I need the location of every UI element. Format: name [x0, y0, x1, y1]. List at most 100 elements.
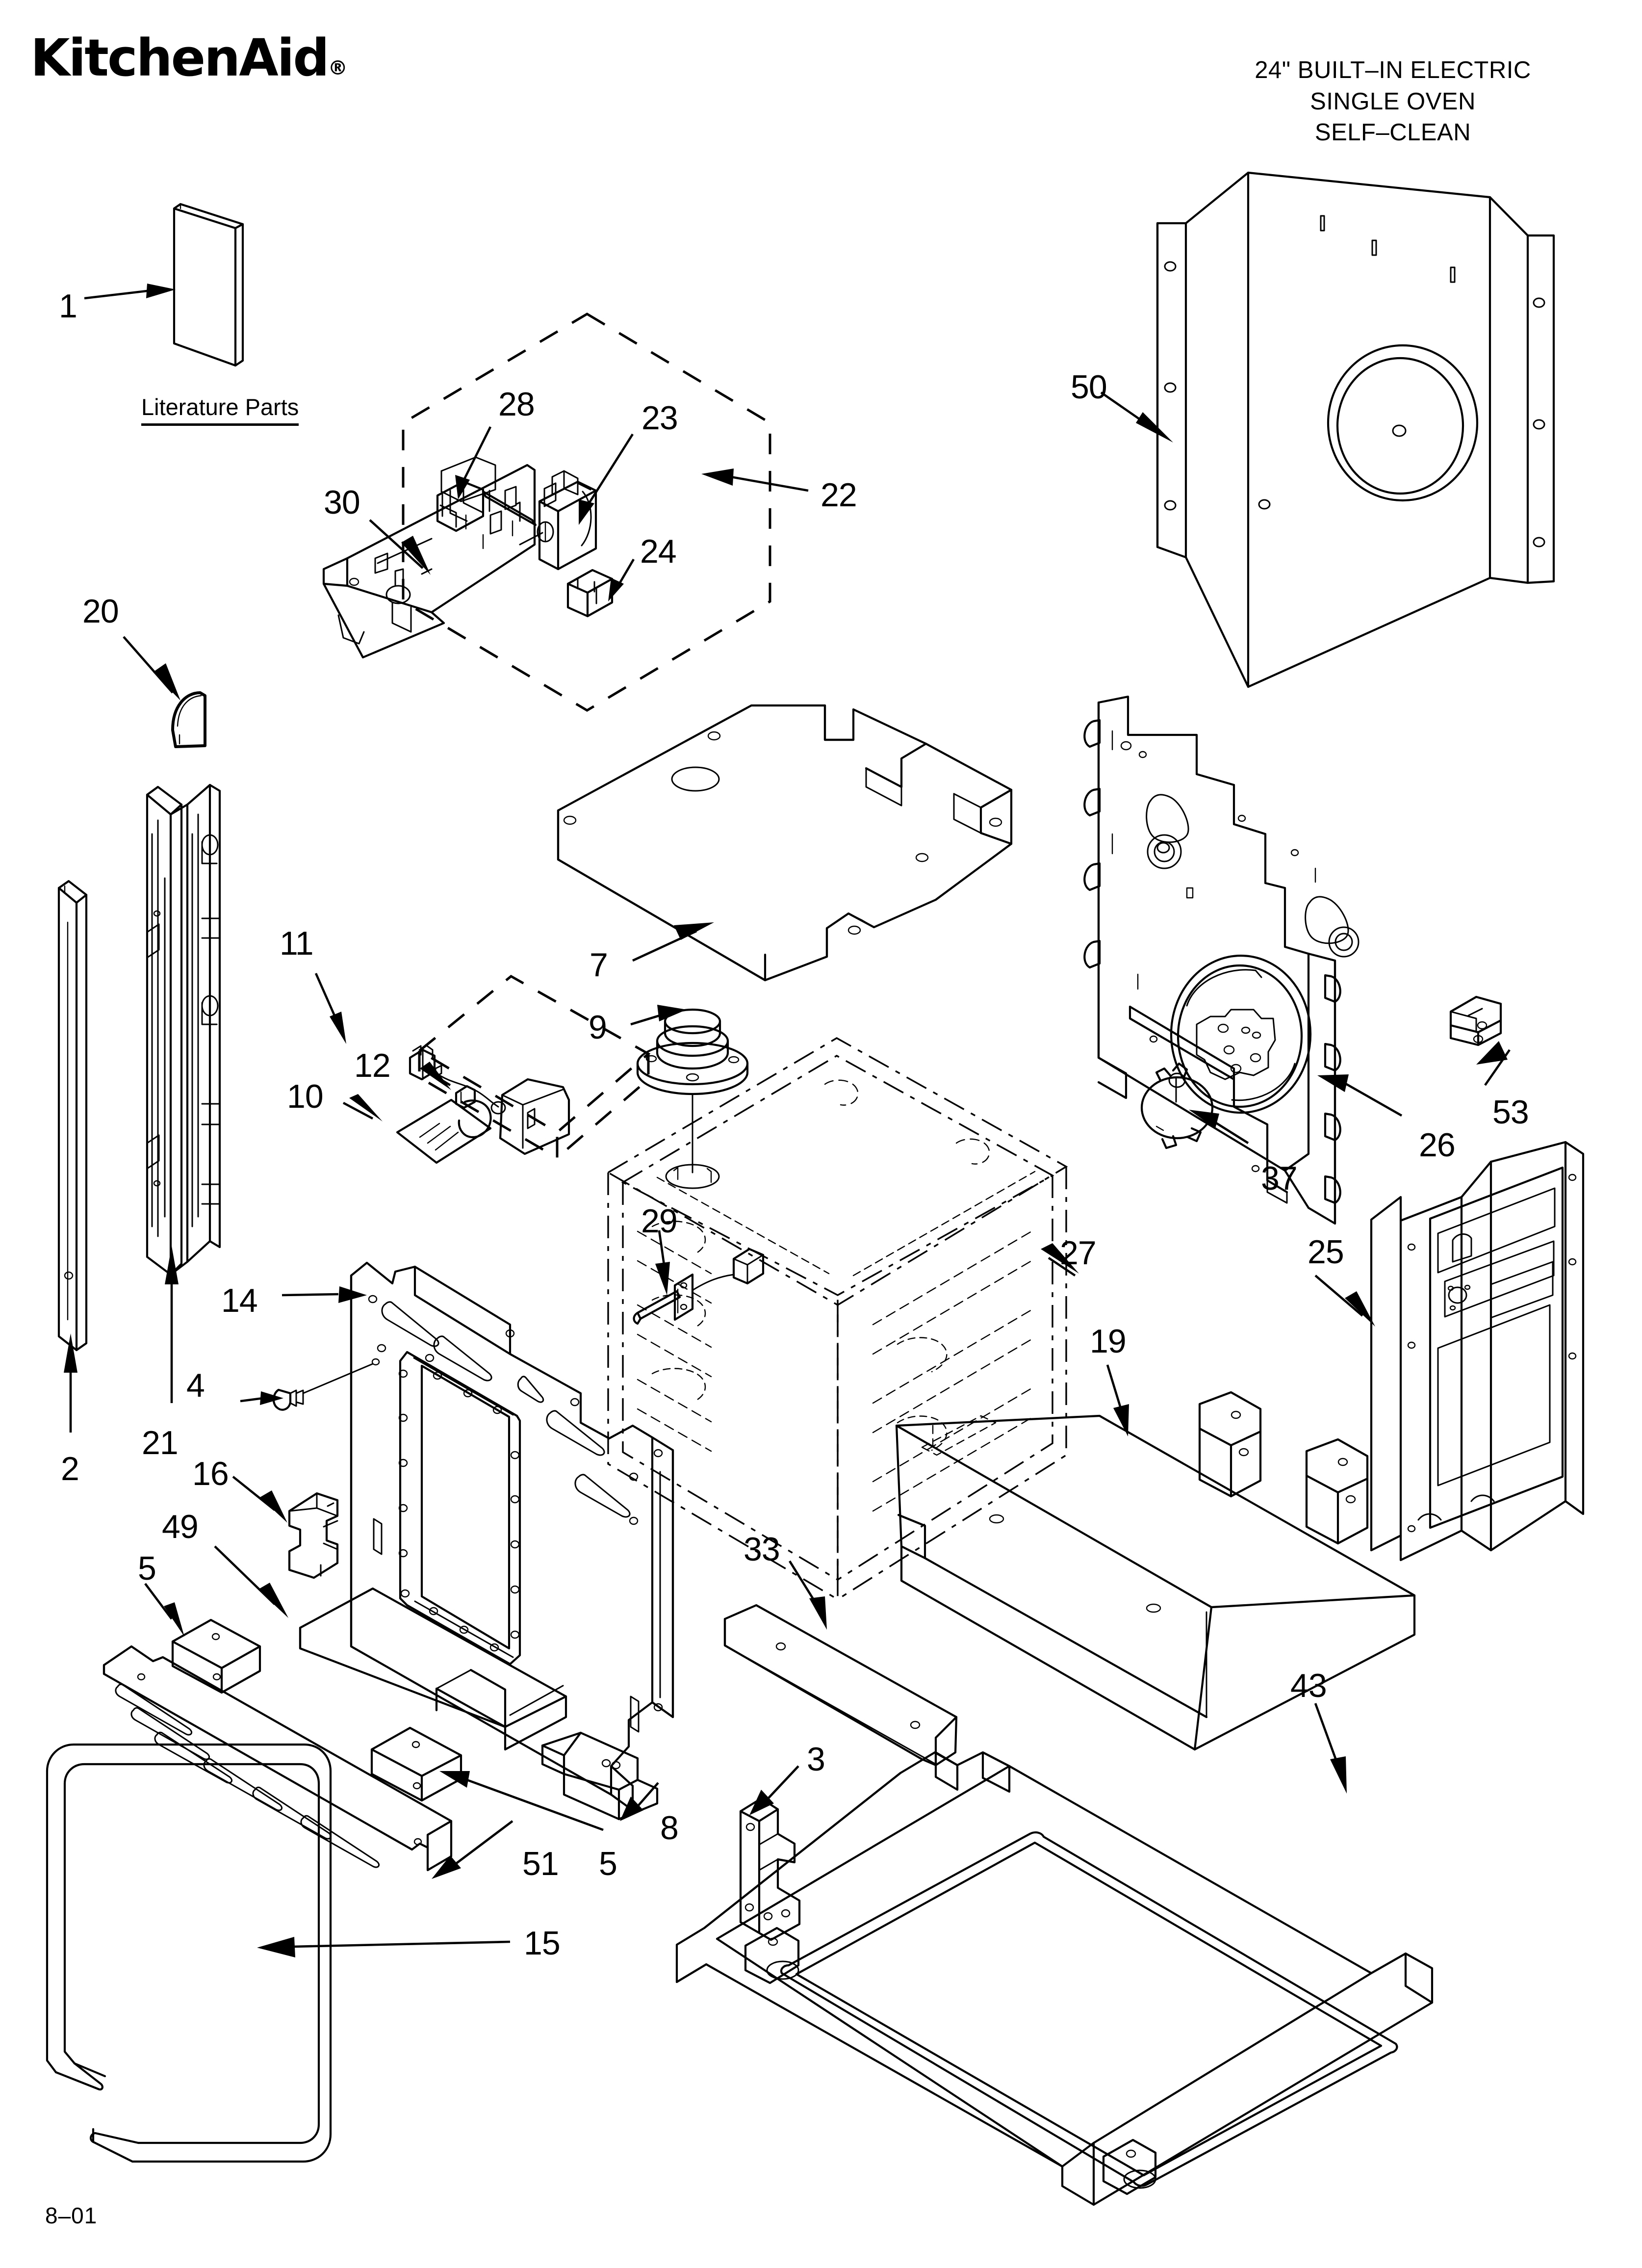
leader-37: [1189, 1110, 1249, 1144]
callout-3-bracket: 3: [807, 1741, 825, 1778]
part-23-thermostat: [519, 470, 597, 571]
part-4-screw: [272, 1358, 380, 1411]
part-27-oven-cavity: [606, 1037, 1068, 1601]
leader-1: [84, 284, 176, 300]
callout-9-vent-flue: 9: [589, 1009, 607, 1046]
callout-14-front-frame: 14: [221, 1282, 258, 1319]
part-16-hinge-receptacle: [288, 1492, 339, 1579]
part-50-rear-panel: [1156, 171, 1555, 688]
part-26-back-panel: [1083, 695, 1360, 1225]
leader-4: [240, 1391, 283, 1405]
part-28-switch: [436, 480, 537, 532]
callout-15-door-gasket: 15: [524, 1925, 561, 1962]
leader-15: [257, 1937, 511, 1957]
callout-29-temperature-sensor: 29: [641, 1202, 678, 1240]
leader-28: [455, 426, 492, 499]
caption-literature-parts: Literature Parts: [141, 393, 299, 426]
leader-7: [632, 922, 714, 962]
part-43-bottom-pan: [675, 1751, 1434, 2206]
document-title: 24" BUILT–IN ELECTRIC SINGLE OVEN SELF–C…: [1255, 57, 1531, 146]
part-2-trim-rod: [57, 880, 88, 1352]
part-19-bottom-shelf: [895, 1391, 1416, 1751]
part-5-spacer-block-a: [171, 1618, 261, 1694]
leader-51: [432, 1820, 513, 1879]
callout-10-lens: 10: [287, 1078, 324, 1115]
leader-21: [165, 1246, 179, 1403]
part-7-top-panel: [557, 704, 1013, 982]
leader-24: [608, 558, 635, 601]
callout-19-bottom-shelf: 19: [1090, 1323, 1127, 1360]
leader-10: [342, 1094, 383, 1121]
callout-4-screw: 4: [186, 1367, 205, 1404]
callout-43-bottom-pan: 43: [1290, 1667, 1327, 1704]
part-15-door-gasket: [46, 1743, 332, 2163]
leader-22: [701, 469, 809, 492]
group-22-control-assembly-boundary: [402, 313, 771, 712]
leader-50: [1100, 391, 1173, 443]
page-code: 8–01: [45, 2203, 98, 2228]
part-12-bulb: [455, 1085, 492, 1139]
leader-19: [1106, 1364, 1129, 1436]
part-8-bracket: [541, 1731, 659, 1821]
callout-23-thermostat: 23: [641, 399, 678, 437]
part-29-temperature-sensor: [633, 1248, 765, 1325]
callout-16-hinge-receptacle: 16: [192, 1455, 229, 1492]
callout-1-literature: 1: [59, 287, 77, 325]
callout-11-lamp-assembly: 11: [280, 925, 314, 962]
callout-50-rear-panel: 50: [1071, 368, 1107, 406]
callout-37-thermal-limiter: 37: [1261, 1160, 1298, 1197]
callout-24-terminal-block: 24: [640, 533, 677, 570]
part-25-side-panel: [1370, 1141, 1585, 1562]
callout-53-clip: 53: [1492, 1094, 1529, 1131]
part-51-vent-trim: [103, 1645, 453, 1872]
callout-28-switch: 28: [498, 386, 535, 423]
callout-27-oven-cavity: 27: [1060, 1234, 1097, 1272]
part-3-bracket: [739, 1797, 801, 1941]
part-lamp-socket: [409, 1044, 570, 1155]
part-37-thermal-limiter: [1140, 1062, 1214, 1149]
kitchenaid-logo: KitchenAid®: [30, 32, 348, 83]
part-9-vent-flue: [636, 1008, 749, 1189]
leader-11: [314, 973, 346, 1044]
callout-7-top-panel: 7: [590, 946, 608, 984]
brand-wordmark: KitchenAid: [30, 28, 330, 88]
callout-21-trim-channel: 21: [142, 1424, 179, 1461]
part-21-trim-channel: [146, 783, 221, 1276]
leader-53: [1476, 1041, 1511, 1086]
callout-22-control-assembly: 22: [821, 476, 857, 514]
leader-3: [749, 1765, 799, 1815]
leader-25: [1314, 1275, 1375, 1327]
leader-33: [789, 1560, 827, 1630]
callout-30-control-chassis: 30: [324, 484, 360, 521]
part-49-lower-rail: [299, 1587, 567, 1751]
callout-51-vent-trim: 51: [522, 1845, 559, 1882]
part-33-trim-strip: [723, 1604, 958, 1767]
part-5-spacer-block-b: [370, 1726, 462, 1802]
callout-33-trim-strip: 33: [744, 1531, 780, 1568]
part-24-terminal-block: [566, 569, 614, 618]
callout-25-side-panel: 25: [1308, 1233, 1344, 1271]
callout-5-spacer-block: 5: [138, 1550, 156, 1587]
leader-20: [123, 636, 180, 701]
callout-12-bulb: 12: [354, 1047, 391, 1084]
callout-2-trim-rod: 2: [61, 1450, 79, 1487]
part-1-literature: [173, 203, 244, 367]
callout-49-spacer: 49: [162, 1508, 199, 1545]
leader-8: [620, 1782, 659, 1821]
callout-8-bracket: 8: [660, 1809, 679, 1847]
leader-2: [64, 1333, 77, 1433]
callout-5-spacer-block-2: 5: [599, 1845, 617, 1882]
callout-26-back-panel: 26: [1419, 1126, 1456, 1164]
leader-16: [232, 1476, 287, 1523]
part-14-front-frame: [350, 1261, 674, 1812]
part-20-end-cap: [171, 691, 206, 748]
leader-12: [420, 1062, 451, 1090]
leader-30: [369, 519, 431, 575]
leader-5a: [144, 1583, 184, 1637]
leader-5b: [439, 1771, 604, 1831]
leader-9: [630, 1005, 687, 1026]
leader-29: [655, 1230, 670, 1295]
leader-14: [282, 1286, 367, 1303]
